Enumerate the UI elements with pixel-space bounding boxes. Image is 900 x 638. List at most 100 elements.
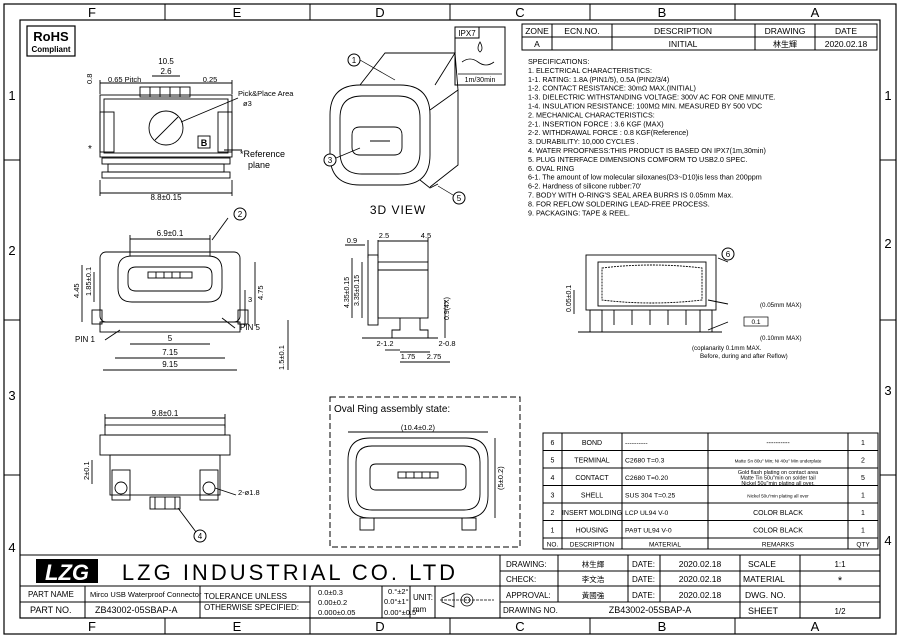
coplanarity-view: 6 0.05±0.1 (0.05mm MAX) 0.1 (0.10mm MAX)…: [566, 247, 802, 360]
top-view: 10.5 2.6 0.65 Pitch 0.25 0.8 Pick&Place …: [85, 57, 294, 202]
bom-cell-remarks: Matte Sn 80u" Min; Ni 40u" Min underplat…: [735, 458, 822, 463]
rohs-badge: RoHS Compliant: [26, 25, 76, 57]
dim-top-bottom: 8.8±0.15: [150, 193, 182, 202]
approval-label: APPROVAL:: [506, 591, 551, 600]
dim-front-915: 9.15: [162, 360, 178, 369]
bom-header: REMARKS: [762, 542, 795, 549]
dim-front-left-inner: 1.85±0.1: [84, 267, 93, 296]
svg-text:5: 5: [457, 194, 462, 203]
bom-cell-no: 6: [551, 440, 555, 447]
drawing-no-value: ZB43002-05SBAP-A: [609, 605, 692, 615]
bom-cell-mat: C2680 T=0.20: [625, 475, 668, 482]
col-label-top-d: D: [375, 5, 384, 20]
spec-line: 3. DURABILITY: 10,000 CYCLES .: [528, 137, 639, 146]
row-label-left-3: 3: [8, 388, 15, 403]
bom-cell-qty: 1: [861, 527, 865, 534]
bom-cell-desc: SHELL: [581, 492, 603, 499]
flatness-tolerance: 0.1: [751, 319, 760, 326]
bom-cell-mat: ----------: [625, 440, 648, 447]
bom-cell-remarks: Matte Tin 50u"min on solder tail: [740, 476, 815, 482]
oval-ring-dim-h: (5±0.2): [496, 466, 505, 490]
dim-front-right: 4.75: [256, 285, 265, 300]
dim-top-pitch: 2.6: [160, 67, 172, 76]
bom-cell-qty: 1: [861, 510, 865, 517]
bom-cell-remarks: Nickel 50u"min plating all over: [747, 493, 809, 498]
part-name-value: Mirco USB Waterproof Connector: [90, 590, 202, 599]
unit-value: mm: [413, 605, 427, 614]
dim-coplanarity-v: 0.05±0.1: [566, 285, 573, 312]
bom-cell-remarks: Nickel 50u"min plating all over.: [741, 481, 814, 487]
scale-value: 1:1: [834, 560, 846, 569]
spec-line: 1-4. INSULATION RESISTANCE: 100MΩ MIN. M…: [528, 102, 762, 111]
sheet-value: 1/2: [834, 607, 846, 616]
three-d-view: 1 3 5 3D VIEW: [323, 52, 466, 217]
unit-label: UNIT:: [413, 593, 433, 602]
date-value-2: 2020.02.18: [679, 574, 722, 584]
date-label-1: DATE:: [632, 560, 655, 569]
bom-cell-qty: 1: [861, 440, 865, 447]
oval-ring-title: Oval Ring assembly state:: [334, 404, 450, 415]
drawing-no-label: DRAWING NO.: [503, 606, 558, 615]
bom-header: NO.: [547, 542, 559, 549]
dim-top-left-v: 0.8: [85, 74, 94, 84]
date-value-1: 2020.02.18: [679, 559, 722, 569]
bom-cell-qty: 5: [861, 475, 865, 482]
col-label-bottom-b: B: [658, 619, 667, 634]
dim-side-09x: 0.9(4X): [444, 297, 451, 320]
bom-cell-remarks: COLOR BLACK: [753, 510, 803, 517]
material-label: MATERIAL: [743, 574, 785, 584]
dim-side-175: 1.75: [401, 352, 416, 361]
dim-front-715: 7.15: [162, 348, 178, 357]
bom-cell-desc: CONTACT: [575, 475, 609, 482]
col-label-bottom-f: F: [88, 619, 96, 634]
bom-cell-mat: PA9T UL94 V-0: [625, 527, 672, 534]
dim-front-5: 5: [168, 334, 173, 343]
part-no-value: ZB43002-05SBAP-A: [95, 605, 178, 615]
reference-plane-label: *Reference: [240, 149, 285, 159]
rev-header-drawing: DRAWING: [765, 26, 806, 36]
row-label-left-2: 2: [8, 243, 15, 258]
drawing-by: 林生輝: [582, 559, 605, 569]
pick-place-dia: ø3: [243, 99, 252, 108]
dim-bottom-hole: 2-ø1.8: [238, 488, 260, 497]
svg-text:3: 3: [328, 156, 333, 165]
spec-line: 1-2. CONTACT RESISTANCE: 30mΩ MAX.(INITI…: [528, 84, 696, 93]
dwg-no-label: DWG. NO.: [745, 590, 786, 600]
svg-text:6: 6: [726, 250, 731, 259]
spec-line: 1-1. RATING: 1.8A (PIN1/5), 0.5A (PIN2/3…: [528, 75, 669, 84]
title-block: LZG LZG INDUSTRIAL CO. LTD PART NAME Mir…: [20, 554, 880, 618]
date-label-3: DATE:: [632, 591, 655, 600]
bom-cell-mat: C2680 T=0.3: [625, 457, 665, 464]
approval-by: 黃國強: [582, 590, 605, 600]
bom-cell-no: 4: [551, 475, 555, 482]
dim-side-25: 2.5: [379, 231, 389, 240]
reference-plane-label-2: plane: [248, 160, 270, 170]
col-label-bottom-e: E: [233, 619, 242, 634]
date-label-2: DATE:: [632, 575, 655, 584]
row-label-right-2: 2: [884, 236, 891, 251]
bom-cell-mat: LCP UL94 V-0: [625, 510, 669, 517]
row-label-right-4: 4: [884, 533, 891, 548]
scale-label: SCALE: [748, 559, 776, 569]
bottom-view: 9.8±0.1 2±0.1 2-ø1.8 4: [82, 409, 260, 543]
spec-line: 8. FOR REFLOW SOLDERING LEAD-FREE PROCES…: [528, 199, 710, 208]
spec-line: 7. BODY WITH O-RING'S SEAL AREA BURRS IS…: [528, 191, 733, 200]
balloon-6: 6: [721, 247, 735, 261]
rohs-title: RoHS: [33, 29, 69, 44]
bom-border: [542, 432, 879, 550]
spec-line: 2. MECHANICAL CHARACTERISTICS:: [528, 110, 655, 119]
tolerance-linear-2: 0.00±0.2: [318, 598, 347, 607]
drawing-label: DRAWING:: [506, 560, 547, 569]
note-010-max: (0.10mm MAX): [760, 335, 802, 342]
spec-line: 4. WATER PROOFNESS:THIS PRODUCT IS BASED…: [528, 146, 766, 155]
rev-header-description: DESCRIPTION: [654, 26, 712, 36]
ipx7-badge: IPX7 1m/30min: [454, 26, 506, 86]
front-view: 2 6.9±0.1 4.45 1.85±0.1 4.75 3 PIN 1 PIN…: [72, 207, 289, 371]
frame-column-letters: F E D C B A F E D C B A 1 2 3 4 1 2 3 4: [8, 5, 891, 634]
dim-top-width: 10.5: [158, 57, 174, 66]
rev-header-zone: ZONE: [525, 26, 549, 36]
part-no-label: PART NO.: [30, 605, 72, 615]
pin-1-label: PIN 1: [75, 335, 96, 344]
coplanarity-caption-1: (coplanarity 0.1mm MAX.: [692, 345, 762, 352]
